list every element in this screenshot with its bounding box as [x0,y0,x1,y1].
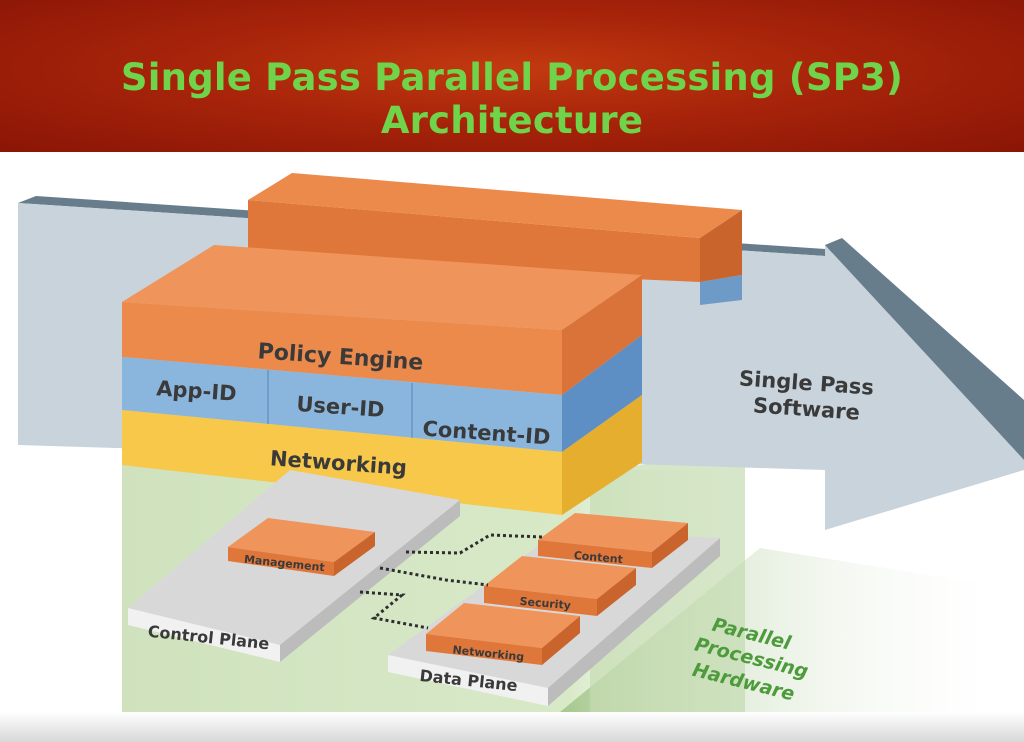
security-chip [484,556,636,616]
networking-layer-side [562,395,642,515]
content-chip-side [652,523,688,568]
policy-engine-top [122,245,642,330]
networking-chip [426,603,580,665]
slide-title: Single Pass Parallel Processing (SP3) Ar… [120,56,904,142]
content-chip [538,513,688,568]
id-layer-front [122,357,562,452]
back-block-side-blue [700,275,742,305]
app-id-label: App-ID [156,376,238,406]
security-chip-label: Security [519,595,571,612]
connector-to-networking [359,590,429,630]
management-chip-top [228,518,375,562]
security-chip-side [597,568,636,616]
bottom-shadow [0,712,1024,742]
management-chip-side [334,532,375,576]
networking-chip-side [542,616,580,665]
management-chip-front [228,547,334,576]
back-block-top [248,173,742,238]
policy-engine-side [562,275,642,395]
networking-chip-top [426,603,580,648]
arrow-head-upper-edge [825,238,1024,460]
back-block-side [700,210,742,282]
data-plane-front [388,655,548,706]
content-chip-label: Content [573,549,623,566]
chip-connectors [359,533,543,630]
content-chip-front [538,540,652,568]
connector-to-security [379,566,489,587]
control-plane-side [280,500,460,662]
security-chip-top [484,556,636,599]
networking-layer-front [122,410,562,515]
data-plane-side [548,538,720,706]
front-stack [122,245,642,515]
policy-engine-front [122,302,562,395]
networking-chip-front [426,634,542,665]
control-plane-front [128,608,280,662]
content-chip-top [538,513,688,552]
title-banner: Single Pass Parallel Processing (SP3) Ar… [0,0,1024,152]
management-chip [228,518,375,576]
security-chip-front [484,586,597,616]
id-layer-side [562,335,642,452]
connector-to-content [405,533,543,555]
